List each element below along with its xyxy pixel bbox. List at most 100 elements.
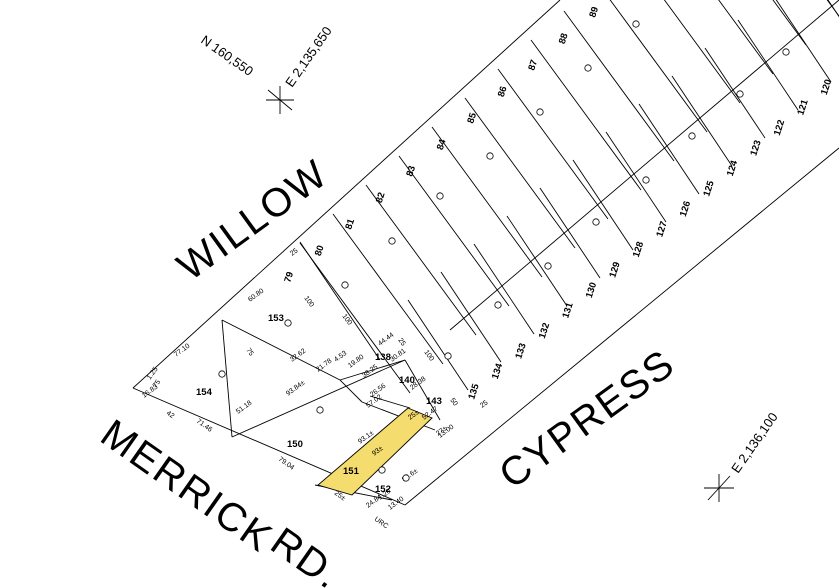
lot-label-140: 140 <box>399 375 415 386</box>
lot-divider <box>473 243 535 335</box>
lot-marker <box>444 352 452 360</box>
lot-divider <box>563 10 675 162</box>
lot-label: 125 <box>701 179 717 198</box>
lot-label: 84 <box>435 137 449 151</box>
dim-label: 4.53 <box>333 350 348 364</box>
dim-label: 32.62 <box>289 348 307 364</box>
lot-label: 124 <box>725 158 741 177</box>
lot-marker <box>341 281 349 289</box>
lot-label-152: 152 <box>375 484 391 495</box>
lot-marker <box>218 370 226 378</box>
lot-marker <box>642 176 650 184</box>
dim-label: 25 <box>289 247 300 257</box>
lot-divider <box>398 155 510 307</box>
lot-divider <box>431 126 543 278</box>
dim-label: 42 <box>165 410 175 420</box>
lot-label: 129 <box>607 261 622 279</box>
lot-label: 121 <box>795 98 811 117</box>
lot-marker <box>584 64 592 72</box>
lot-marker <box>284 319 292 327</box>
dim-label: 75 <box>152 379 162 390</box>
lot-marker <box>688 132 696 140</box>
dim-label: 30.81 <box>389 348 407 364</box>
lot-label-154: 154 <box>196 387 213 398</box>
street-label-merrick: MERRICK <box>93 411 281 561</box>
street-label-willow: WILLOW <box>169 151 336 289</box>
lot-marker <box>316 406 324 414</box>
lot-label: 80 <box>313 244 327 257</box>
dim-label: 50 <box>448 397 458 408</box>
lot-divider <box>506 215 568 307</box>
lot-label: 82 <box>374 191 388 204</box>
lot-151-highlight <box>317 407 433 496</box>
lot-marker <box>632 20 640 28</box>
lot-label: 85 <box>465 111 479 125</box>
lot-label: 87 <box>526 58 540 71</box>
dim-label: 100 <box>340 313 353 327</box>
lot-labels-bottom-row: 1351341331321311301291281271261251241231… <box>466 78 834 401</box>
lot-label: 88 <box>557 32 571 45</box>
lot-labels-top-row: 79808182838485868788899091 <box>282 5 601 283</box>
dim-label: 93.84± <box>285 379 307 397</box>
dim-label: 1.25 <box>146 366 160 381</box>
dim-label: 51.18 <box>235 400 253 416</box>
lot-divider <box>827 0 839 18</box>
street-label-cypress: CYPRESS <box>491 341 683 497</box>
dim-label: 100 <box>302 295 315 309</box>
lot-label: 83 <box>404 164 418 177</box>
lot-divider <box>775 0 832 83</box>
lot-marker <box>536 108 544 116</box>
lot-marker <box>782 48 790 56</box>
lot-divider <box>497 68 609 220</box>
lot-divider <box>464 97 576 249</box>
block-boundaries <box>132 0 839 506</box>
dim-label: 25 <box>479 399 490 409</box>
lot-divider <box>299 242 411 394</box>
lot-marker <box>494 301 502 309</box>
dim-label: 16.83 <box>141 384 159 400</box>
lot-marker <box>436 192 444 200</box>
dim-label: 44.44 <box>377 332 395 348</box>
lot-label-151: 151 <box>343 466 360 477</box>
lot-label-138: 138 <box>375 352 391 363</box>
lot-divider <box>605 131 667 223</box>
lot-label: 81 <box>343 217 357 231</box>
dim-label: URC <box>373 516 389 530</box>
lot-marker <box>378 466 386 474</box>
lot-divider <box>539 187 601 279</box>
lot-marker <box>486 152 494 160</box>
lot-divider <box>572 159 634 251</box>
lot-label: 127 <box>654 220 669 238</box>
lot-label: 130 <box>584 281 599 299</box>
dim-label: 13.00 <box>437 424 455 440</box>
lot-label: 135 <box>466 382 482 401</box>
lot-label-143: 143 <box>426 396 442 407</box>
lot-label-153: 153 <box>268 313 284 324</box>
coord-east-top: E 2,135,650 <box>282 24 335 90</box>
lot-divider <box>440 271 502 363</box>
coord-east-right: E 2,136,100 <box>728 410 781 476</box>
dim-label: 75 <box>244 347 254 358</box>
coord-cross-right <box>704 474 734 502</box>
lot-divider <box>332 213 444 365</box>
lot-label: 123 <box>748 139 763 157</box>
dim-label: 19.80 <box>347 354 365 370</box>
lot-marker <box>592 218 600 226</box>
lot-divider <box>704 47 766 139</box>
dim-label: 71.46 <box>195 418 213 434</box>
lot-markers <box>218 20 790 482</box>
lot-label: 79 <box>282 270 296 283</box>
lot-marker <box>402 474 410 482</box>
lot-divider <box>609 0 708 133</box>
lot-divider <box>772 0 807 46</box>
lot-divider <box>407 299 469 391</box>
lot-marker <box>544 262 552 270</box>
dim-label: 77.10 <box>173 343 191 359</box>
lot-label-150: 150 <box>287 439 303 450</box>
lot-label: 86 <box>496 85 510 98</box>
lot-label: 126 <box>678 200 693 218</box>
dim-label: 79.04 <box>277 456 295 472</box>
lot-label: 134 <box>490 361 506 380</box>
lot-marker <box>736 90 744 98</box>
